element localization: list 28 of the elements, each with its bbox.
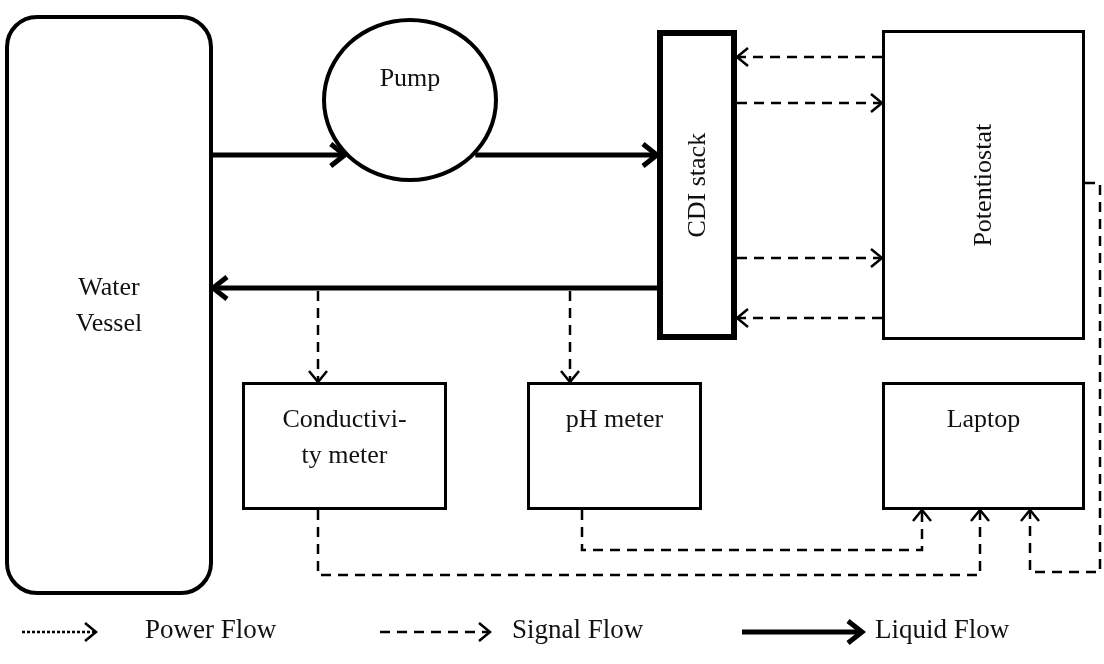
- process-box: [5, 15, 213, 595]
- arrow: [737, 92, 884, 114]
- arrow: [580, 508, 933, 552]
- process-box: [657, 30, 737, 340]
- node-label: Pump: [379, 62, 441, 94]
- arrow: [735, 307, 882, 329]
- arrow: [307, 291, 329, 384]
- legend-label: Signal Flow: [512, 614, 644, 645]
- node-label: Conductivi- ty meter: [281, 403, 408, 472]
- node-label: Potentiostat: [967, 123, 999, 247]
- legend-label: Liquid Flow: [875, 614, 1010, 645]
- arrow: [316, 508, 991, 577]
- arrow: [1019, 181, 1102, 574]
- arrow: [475, 141, 660, 169]
- arrow: [210, 274, 657, 302]
- process-box: [882, 382, 1085, 510]
- node-label: Water Vessel: [74, 270, 144, 339]
- arrow: [559, 291, 581, 384]
- arrow: [735, 46, 882, 68]
- arrow: [737, 247, 884, 269]
- process-box: [242, 382, 447, 510]
- process-box: [882, 30, 1085, 340]
- arrow: [213, 141, 348, 169]
- legend-label: Power Flow: [145, 614, 277, 645]
- node-label: CDI stack: [680, 132, 712, 238]
- node-label: pH meter: [565, 403, 664, 435]
- node-label: Laptop: [946, 403, 1021, 435]
- process-box: [527, 382, 702, 510]
